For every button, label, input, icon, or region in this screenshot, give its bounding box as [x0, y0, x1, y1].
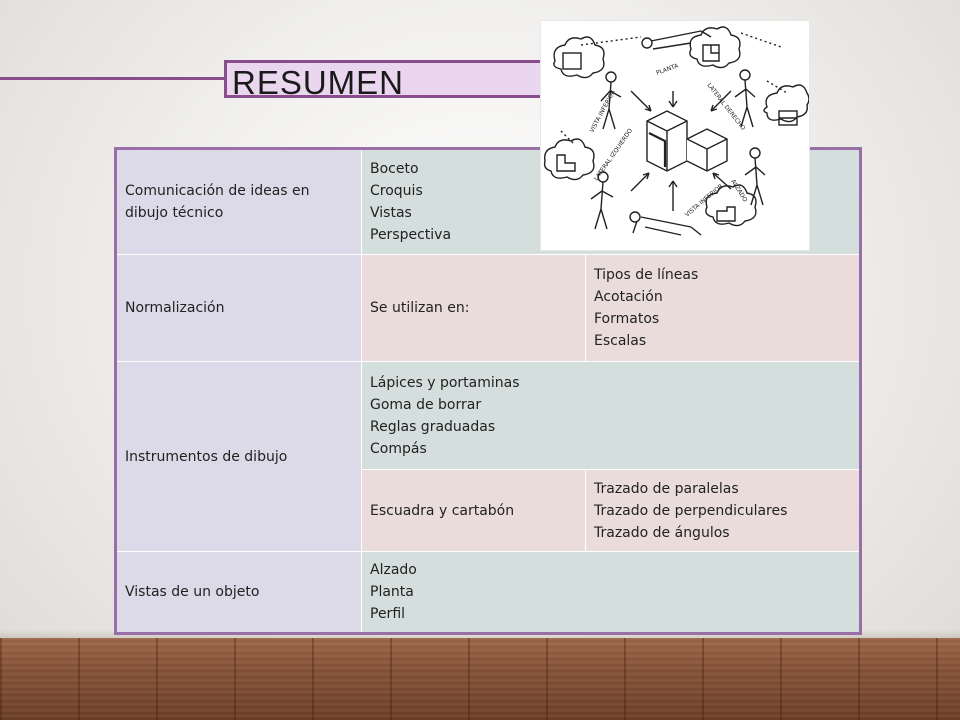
table-row: Vistas de un objeto Alzado Planta Perfil	[115, 551, 862, 634]
list-item: Vistas	[370, 205, 412, 221]
list-item: Perfil	[370, 606, 406, 622]
list-item: Reglas graduadas	[370, 418, 496, 435]
slide-title: RESUMEN	[232, 64, 405, 101]
label-cell: Escuadra y cartabón	[361, 469, 586, 552]
views-drawing-svg: PLANTA VISTA INFERIOR LATERAL DERECHO LA…	[543, 26, 810, 236]
label-cell: Se utilizan en:	[361, 254, 586, 362]
list-item: Goma de borrar	[370, 396, 482, 413]
label-planta: PLANTA	[655, 62, 680, 77]
list-item: Alzado	[370, 562, 417, 578]
category-cell: Comunicación de ideas en dibujo técnico	[115, 148, 362, 255]
category-cell: Instrumentos de dibujo	[115, 361, 362, 552]
category-label: Vistas de un objeto	[125, 584, 260, 600]
list-item: Boceto	[370, 161, 419, 177]
label-vista-inferior: VISTA INFERIOR	[589, 89, 617, 134]
items-cell: Alzado Planta Perfil	[360, 551, 862, 634]
list-item: Compás	[370, 440, 427, 457]
wooden-floor-background	[0, 638, 960, 720]
list-item: Trazado de paralelas	[594, 480, 739, 497]
label-vista-inferior-bottom: VISTA INFERIOR	[684, 183, 725, 219]
row-label: Se utilizan en:	[370, 300, 470, 316]
list-item: Lápices y portaminas	[370, 374, 520, 391]
title-accent-line	[0, 77, 226, 80]
table-row: Normalización Se utilizan en: Tipos de l…	[115, 254, 862, 362]
row-label: Escuadra y cartabón	[370, 502, 515, 519]
category-cell: Vistas de un objeto	[115, 551, 362, 634]
orthographic-views-illustration: PLANTA VISTA INFERIOR LATERAL DERECHO LA…	[541, 21, 810, 250]
list-item: Tipos de líneas	[594, 267, 699, 283]
list-item: Perspectiva	[370, 227, 452, 243]
label-lateral-derecho: LATERAL DERECHO	[705, 82, 746, 132]
category-label: Normalización	[125, 300, 225, 316]
items-cell: Trazado de paralelas Trazado de perpendi…	[584, 469, 862, 552]
list-item: Formatos	[594, 311, 660, 327]
items-cell: Lápices y portaminas Goma de borrar Regl…	[360, 361, 862, 470]
category-cell: Normalización	[115, 254, 362, 362]
table-row: Escuadra y cartabón Trazado de paralelas…	[116, 469, 862, 552]
label-lateral-izquierdo: LATERAL IZQUIERDO	[593, 127, 634, 182]
items-cell: Tipos de líneas Acotación Formatos Escal…	[584, 254, 862, 362]
list-item: Acotación	[594, 289, 663, 305]
list-item: Trazado de ángulos	[594, 524, 730, 541]
category-label: Instrumentos de dibujo	[125, 448, 288, 465]
list-item: Trazado de perpendiculares	[594, 502, 788, 519]
table-row: Instrumentos de dibujo Lápices y portami…	[115, 361, 862, 552]
list-item: Escalas	[594, 333, 647, 349]
category-label: Comunicación de ideas en dibujo técnico	[125, 183, 310, 221]
list-item: Planta	[370, 584, 414, 600]
list-item: Croquis	[370, 183, 423, 199]
title-banner	[224, 60, 554, 98]
